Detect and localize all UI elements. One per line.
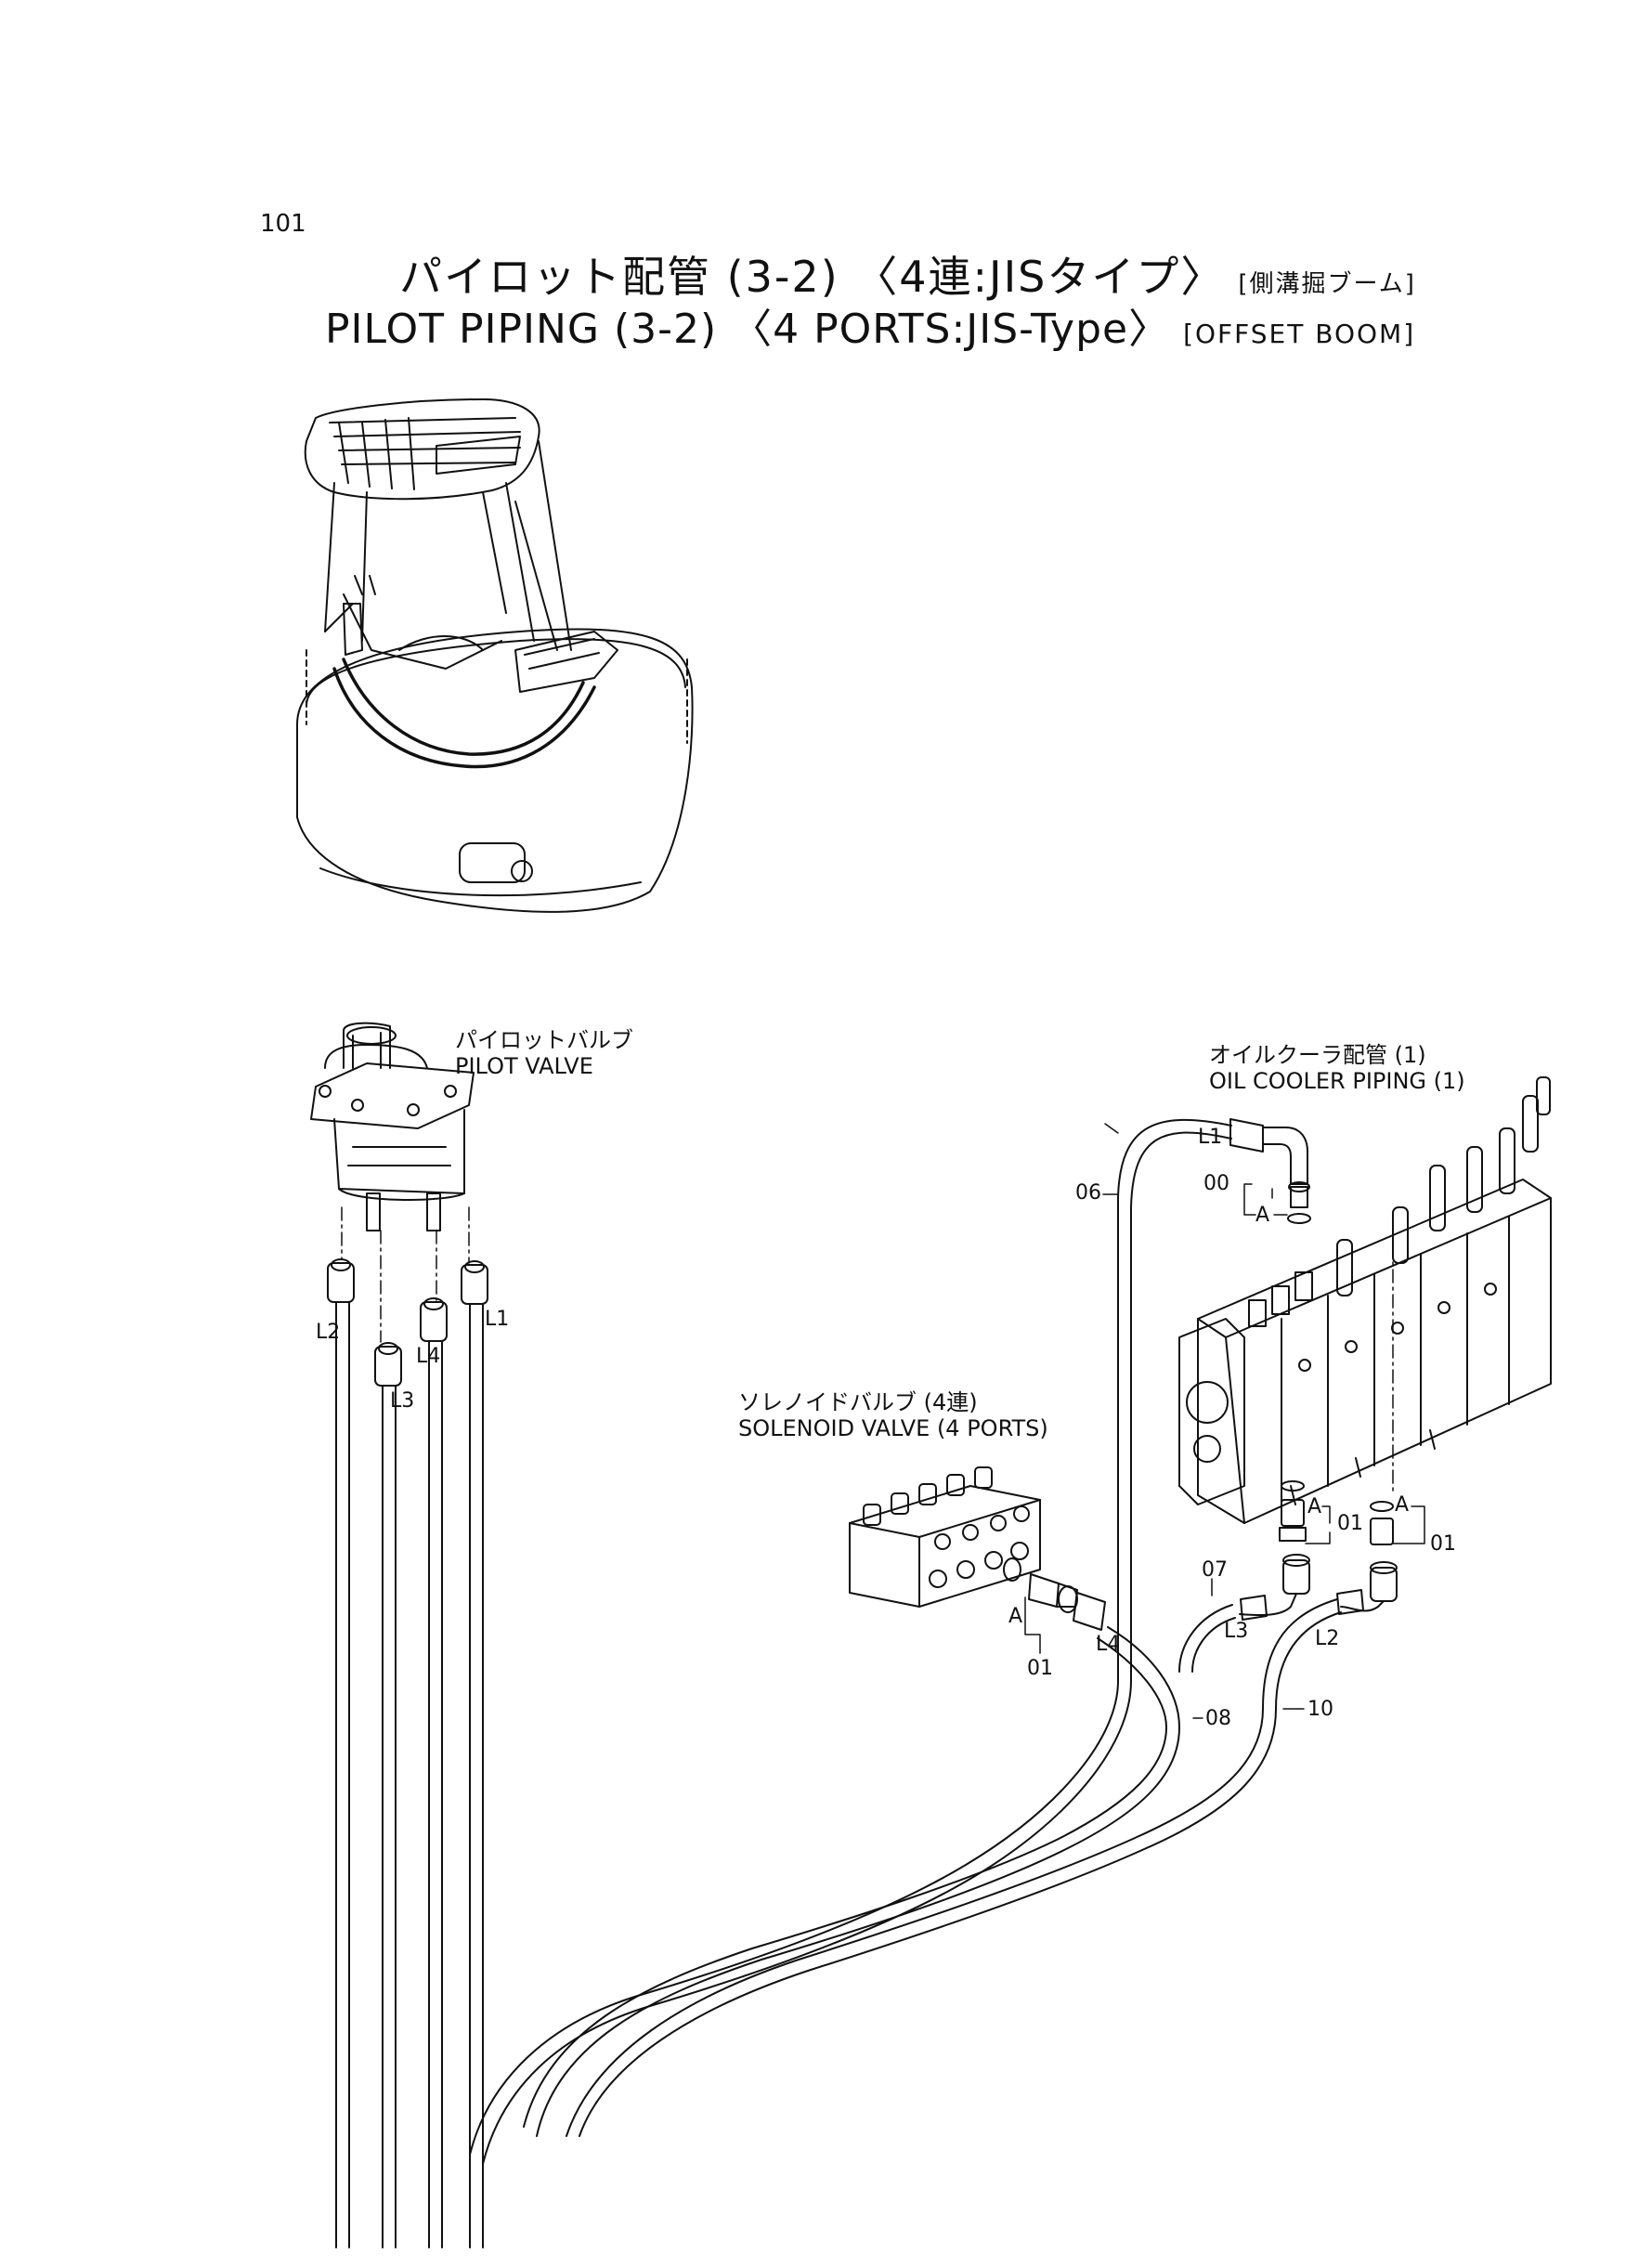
title-jp-main: パイロット配管 (3-2) 〈4連:JISタイプ〉 <box>399 252 1226 302</box>
callout-06: 06 <box>1075 1181 1101 1205</box>
pilot-valve-label-jp: パイロットバルブ <box>455 1027 633 1053</box>
page-number: 101 <box>260 210 306 238</box>
callout-08: 08 <box>1205 1707 1231 1730</box>
callout-L3-hose-07: L3 <box>1224 1620 1249 1643</box>
title-english: PILOT PIPING (3-2) 〈4 PORTS:JIS-Type〉 [OF… <box>325 295 1415 355</box>
solenoid-valve <box>849 1466 1106 1631</box>
callout-01-solenoid: 01 <box>1027 1657 1053 1680</box>
callout-L4-solenoid: L4 <box>1096 1633 1121 1656</box>
oil-cooler-elbow <box>1229 1118 1311 1224</box>
callout-A-right: A <box>1395 1493 1410 1517</box>
title-en-sub: [OFFSET BOOM] <box>1183 319 1416 349</box>
title-japanese: パイロット配管 (3-2) 〈4連:JISタイプ〉 [側溝掘ブーム] <box>399 243 1416 305</box>
leader-lines <box>1024 1123 1425 1719</box>
lower-fittings <box>1239 1480 1398 1621</box>
oil-cooler-label-en: OIL COOLER PIPING (1) <box>1209 1068 1465 1094</box>
pilot-fittings <box>327 1258 488 1387</box>
callout-L1-hose-06: L1 <box>1198 1126 1223 1149</box>
solenoid-valve-label-jp: ソレノイドバルブ (4連) <box>738 1389 978 1415</box>
callout-L1-pilot: L1 <box>485 1308 510 1331</box>
callout-L2-hose-10: L2 <box>1315 1627 1340 1650</box>
callout-L3-pilot: L3 <box>390 1389 415 1413</box>
title-jp-sub: [側溝掘ブーム] <box>1238 270 1416 298</box>
callout-01-right: 01 <box>1430 1532 1456 1556</box>
control-valve-bank <box>1178 1076 1552 1524</box>
pilot-valve-label-en: PILOT VALVE <box>455 1053 593 1079</box>
callout-L4-pilot: L4 <box>416 1345 441 1368</box>
callout-L2-pilot: L2 <box>316 1321 341 1344</box>
alignment-lines <box>341 1188 1394 1496</box>
callout-10: 10 <box>1307 1698 1333 1721</box>
oil-cooler-label-jp: オイルクーラ配管 (1) <box>1209 1042 1426 1068</box>
machine-overview <box>296 398 694 913</box>
callout-A-solenoid: A <box>1008 1605 1023 1628</box>
callout-07: 07 <box>1202 1558 1228 1582</box>
title-en-main: PILOT PIPING (3-2) 〈4 PORTS:JIS-Type〉 <box>325 306 1171 353</box>
hose-bundle <box>335 1118 1342 2248</box>
solenoid-valve-label-en: SOLENOID VALVE (4 PORTS) <box>738 1415 1048 1441</box>
callout-A-upper: A <box>1255 1204 1270 1227</box>
callout-01-left: 01 <box>1337 1512 1363 1535</box>
callout-A-left: A <box>1307 1495 1322 1518</box>
callout-00: 00 <box>1203 1172 1229 1195</box>
pilot-valve <box>310 1022 475 1231</box>
